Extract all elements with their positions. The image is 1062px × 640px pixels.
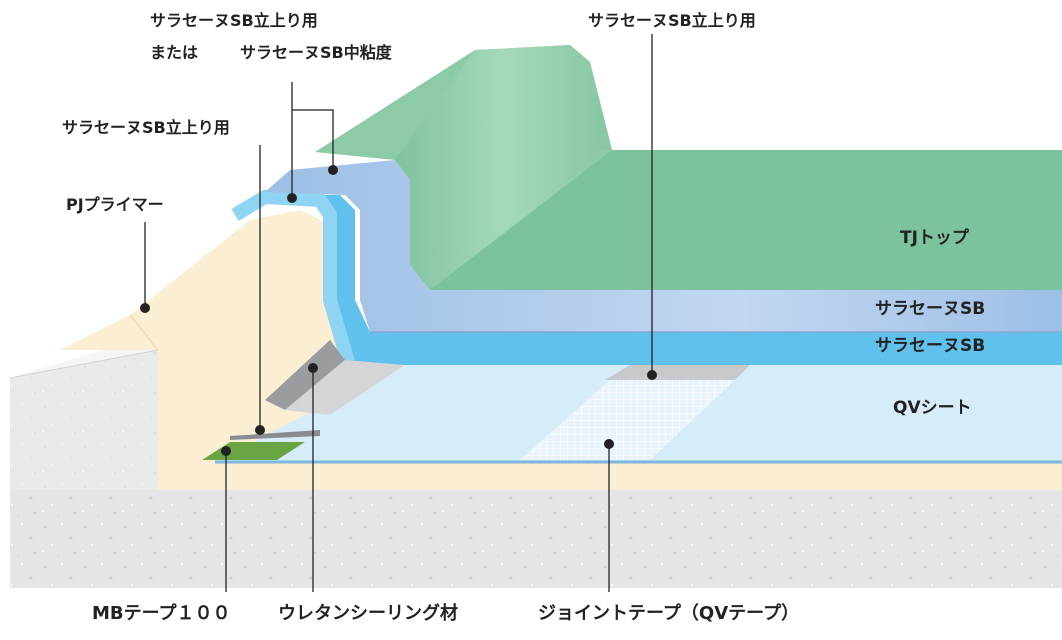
label-top-left-line2-suffix: サラセーヌSB中粘度 xyxy=(240,43,392,62)
label-urethane-sealant: ウレタンシーリング材 xyxy=(278,603,458,624)
sb-upper-layer xyxy=(265,160,1062,333)
top-coat-layer xyxy=(315,45,1062,290)
label-top-left-line2-prefix: または xyxy=(150,43,199,62)
urethane-sealant xyxy=(230,340,405,440)
label-layer-top: TJトップ xyxy=(900,228,969,248)
leader-lines xyxy=(140,34,657,592)
label-layer-sb1: サラセーヌSB xyxy=(875,299,986,319)
label-layer-sb2: サラセーヌSB xyxy=(875,336,986,356)
label-top-right: サラセーヌSB立上り用 xyxy=(588,11,756,30)
label-mb-tape: MBテープ１００ xyxy=(92,603,231,624)
label-top-left-line1: サラセーヌSB立上り用 xyxy=(150,11,318,30)
concrete-base xyxy=(9,345,1062,588)
label-joint-tape: ジョイントテープ（QVテープ） xyxy=(538,603,800,624)
joint-tape-mesh xyxy=(520,365,750,460)
label-left-mid: サラセーヌSB立上り用 xyxy=(62,118,230,137)
label-primer: PJプライマー xyxy=(66,195,164,214)
label-layer-qv: QVシート xyxy=(893,398,972,418)
